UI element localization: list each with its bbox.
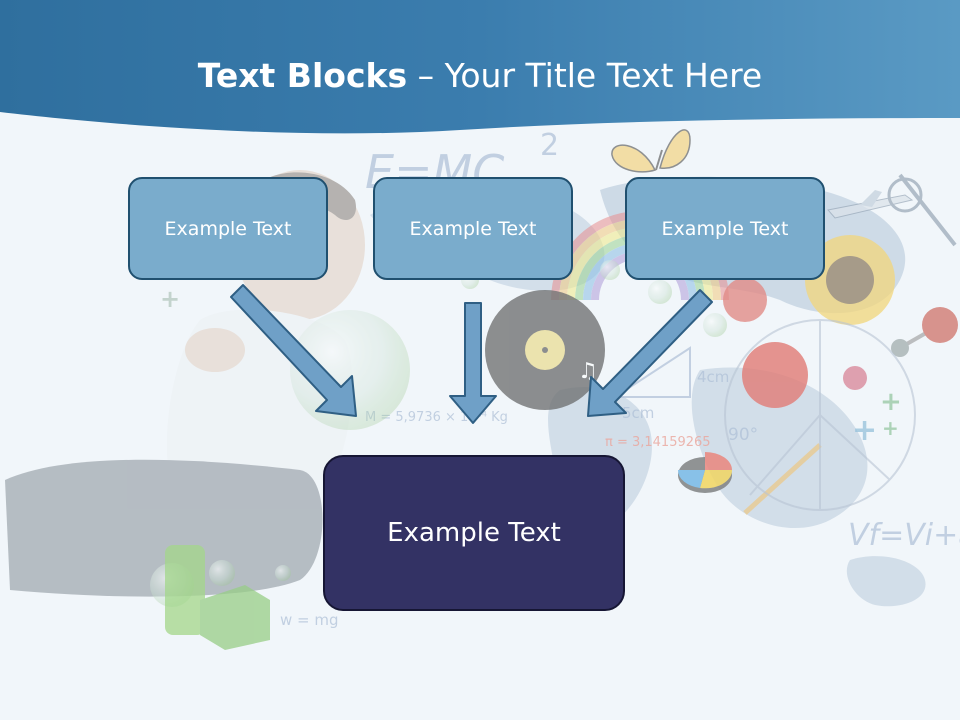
pencil-graphic xyxy=(743,443,822,515)
pie-chart-graphic xyxy=(677,452,733,493)
plus-icon: + xyxy=(880,387,902,417)
arrow-top-left[interactable] xyxy=(230,284,357,417)
arrow-top-right[interactable] xyxy=(587,289,713,417)
fruit-graphic xyxy=(723,278,767,322)
text-block-top-center[interactable]: Example Text xyxy=(373,177,573,280)
circle-diagram-graphic xyxy=(724,319,916,511)
bubble-graphic xyxy=(703,313,727,337)
molecule-graphic xyxy=(891,307,958,357)
plus-icon: + xyxy=(882,416,899,440)
sunflower-graphic xyxy=(805,235,895,325)
text-block-bottom[interactable]: Example Text xyxy=(323,455,625,611)
measure-4cm: 4cm xyxy=(697,368,729,386)
bubble-graphic xyxy=(648,280,672,304)
slide-title: Text Blocks – Your Title Text Here xyxy=(0,56,960,96)
airplane-graphic xyxy=(827,173,957,247)
text-block-top-left[interactable]: Example Text xyxy=(128,177,328,280)
text-block-label: Example Text xyxy=(164,217,292,240)
text-block-top-right[interactable]: Example Text xyxy=(625,177,825,280)
bubble-graphic xyxy=(275,565,291,581)
formula-weight: w = mg xyxy=(280,611,339,629)
green-cube-graphic xyxy=(200,585,270,650)
arrow-top-center[interactable] xyxy=(449,302,497,424)
triangle-graphic xyxy=(611,346,691,398)
plus-icon: + xyxy=(160,285,180,313)
text-block-label: Example Text xyxy=(409,217,537,240)
title-dash: – xyxy=(407,56,445,95)
title-rest: Your Title Text Here xyxy=(444,56,763,95)
measure-5cm: 5cm xyxy=(622,404,654,422)
formula-velocity: Vf=Vi+a xyxy=(848,518,960,553)
bubble-bottle-graphic xyxy=(165,545,205,635)
angle-90: 90° xyxy=(728,425,758,445)
title-bold: Text Blocks xyxy=(197,56,408,95)
bubble-graphic xyxy=(600,260,620,280)
formula-emc-exponent: 2 xyxy=(540,128,559,163)
paint-splash-graphic xyxy=(843,366,867,390)
vinyl-record-graphic: ♫ xyxy=(485,290,605,410)
formula-pi: π = 3,14159265 xyxy=(605,435,711,450)
plus-icon: + xyxy=(852,413,877,448)
text-block-label: Example Text xyxy=(661,217,789,240)
bubble-graphic xyxy=(290,310,410,430)
butterfly-graphic xyxy=(611,129,691,173)
bubble-graphic xyxy=(209,560,235,586)
header-band xyxy=(0,0,960,134)
apple-graphic xyxy=(742,342,808,408)
text-block-label: Example Text xyxy=(387,518,561,548)
